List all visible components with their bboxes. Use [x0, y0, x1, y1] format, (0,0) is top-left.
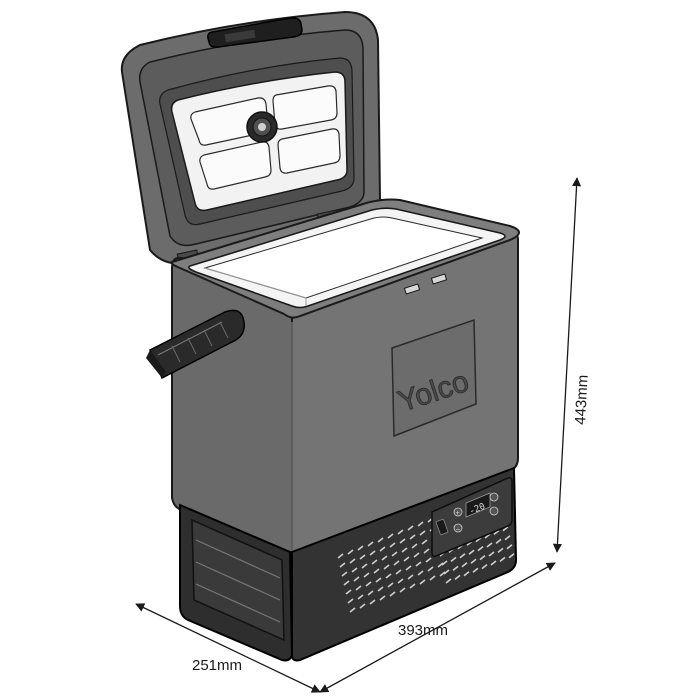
vent-slot [486, 542, 493, 548]
vent-slot [495, 538, 502, 545]
minus-icon: – [456, 526, 460, 533]
lid-latch [207, 17, 303, 48]
plus-icon: + [456, 510, 460, 517]
vent-slot [411, 543, 418, 549]
vent-slot [484, 533, 491, 539]
depth-label: 251mm [192, 657, 242, 674]
vent-slot [506, 544, 513, 550]
vent-slot [470, 558, 477, 564]
vent-slot [337, 553, 344, 559]
vent-slot [499, 556, 506, 563]
vent-slot [493, 529, 500, 536]
vent-slot [347, 549, 354, 555]
vent-slot [367, 541, 374, 547]
height-dimension: 443mm [552, 177, 592, 553]
vent-slot [407, 525, 414, 531]
side-handle [146, 309, 245, 380]
vent-slot [401, 547, 408, 553]
vent-slot [379, 546, 386, 552]
vent-slot [359, 554, 366, 560]
vent-slot [423, 548, 430, 554]
vent-slot [504, 535, 511, 541]
cooler-lid [120, 10, 382, 265]
vent-slot [421, 539, 428, 545]
vent-slot [468, 549, 475, 555]
vent-slot [369, 550, 376, 556]
plus-button[interactable] [453, 507, 463, 517]
control-panel: -20 + – [431, 477, 513, 557]
vent-slot [479, 554, 486, 561]
depth-dimension: 251mm [135, 603, 321, 693]
vent-slot [377, 537, 384, 543]
vent-slot [508, 553, 515, 559]
vent-slot [450, 556, 457, 563]
height-label: 443mm [572, 374, 592, 425]
power-button[interactable] [489, 492, 499, 502]
width-dimension: 393mm [319, 562, 556, 693]
vent-slot [419, 530, 426, 536]
vent-slot [477, 545, 484, 552]
vent-slot [397, 529, 404, 535]
vent-slot [387, 533, 394, 539]
vent-slot [399, 538, 406, 544]
vent-slot [357, 545, 364, 551]
lid-knob-icon [246, 111, 278, 143]
vent-slot [459, 553, 466, 559]
vent-slot [381, 555, 388, 561]
vent-slot [488, 551, 495, 557]
width-label: 393mm [398, 622, 448, 639]
cooler-body: Yolco [170, 198, 520, 557]
minus-button[interactable] [453, 523, 463, 533]
settings-button[interactable] [489, 506, 499, 516]
vent-slot [403, 556, 410, 562]
usb-port-icon [435, 518, 449, 536]
vent-slot [417, 521, 424, 527]
vent-slot [389, 542, 396, 548]
vent-slot [409, 534, 416, 540]
vent-slot [413, 552, 420, 558]
vent-slot [349, 558, 356, 564]
vent-slot [497, 547, 504, 554]
vent-slot [391, 551, 398, 557]
vent-slot [425, 557, 432, 563]
vent-slot [502, 526, 509, 532]
